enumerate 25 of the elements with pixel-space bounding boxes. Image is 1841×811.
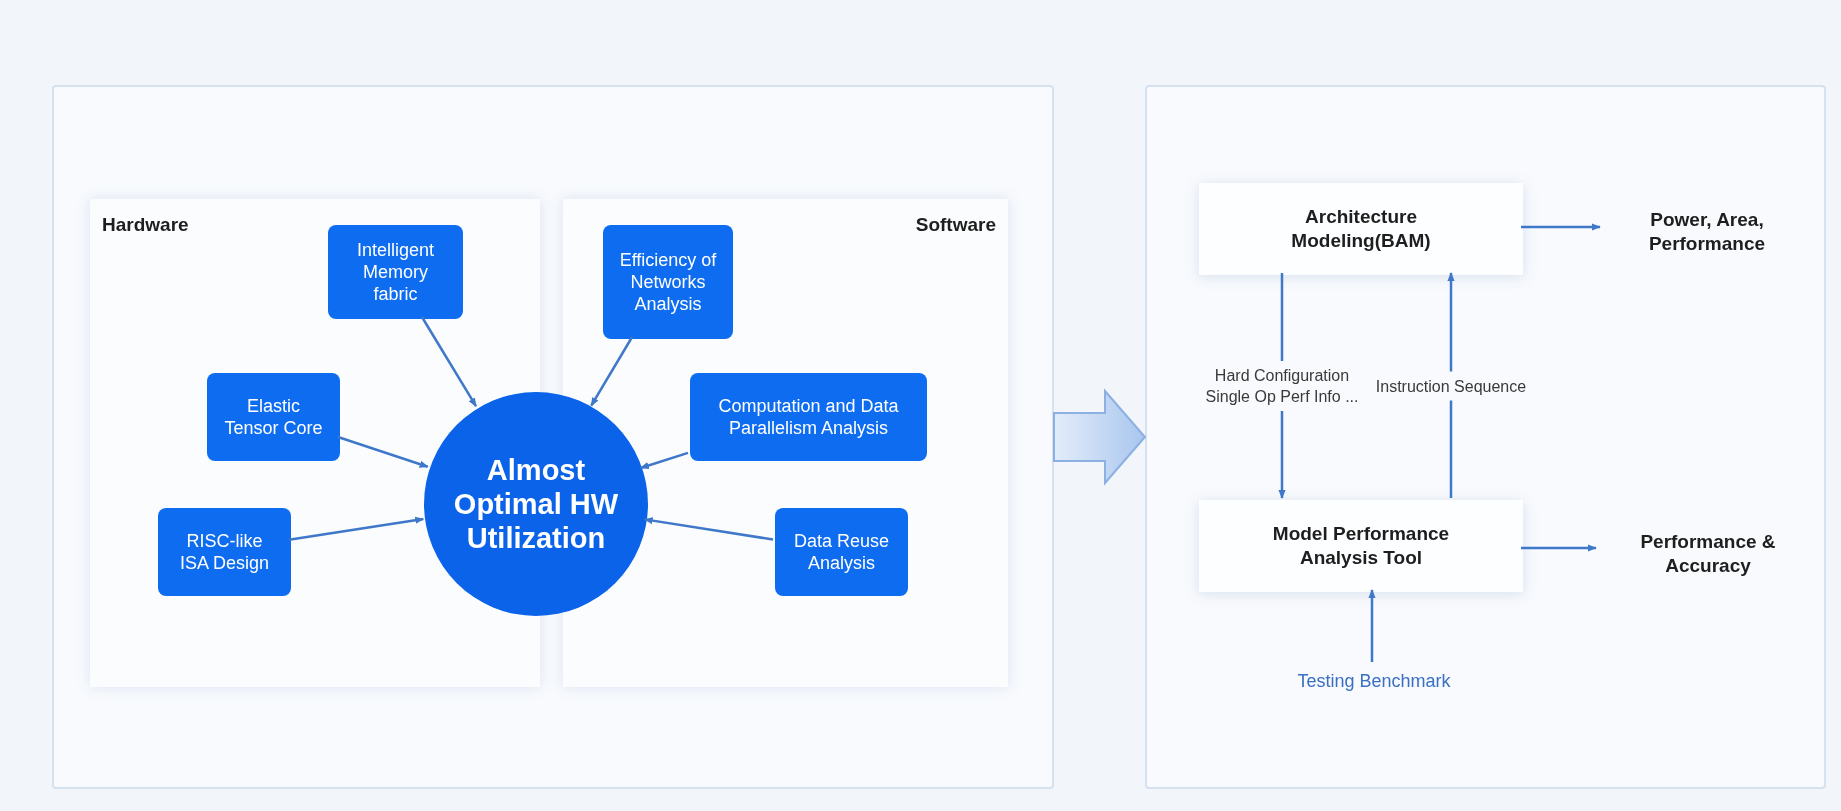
output-text: Power, Area, Performance [1602,200,1812,264]
arrow [1368,589,1376,662]
section-heading: Software [915,213,996,237]
arrow [288,516,425,541]
process-card: Architecture Modeling(BAM) [1199,183,1523,275]
arrow [639,451,689,470]
section-heading: Hardware [102,213,189,237]
panel-background [52,85,1054,789]
process-box: Intelligent Memory fabric [328,225,463,319]
process-box: Computation and Data Parallelism Analysis [690,373,927,461]
process-box: Efficiency of Networks Analysis [603,225,733,339]
process-box: Data Reuse Analysis [775,508,908,596]
arrow [420,316,478,407]
arrow [1521,544,1597,552]
process-box: RISC-like ISA Design [158,508,291,596]
output-text: Performance & Accuracy [1598,522,1818,586]
arrow [1521,223,1601,231]
process-card: Model Performance Analysis Tool [1199,500,1523,592]
arrow [643,517,774,541]
block-arrow [1053,388,1147,486]
arrow [590,336,634,407]
process-box: Elastic Tensor Core [207,373,340,461]
input-text: Testing Benchmark [1264,664,1484,698]
panel-background [1145,85,1826,789]
arrow [337,435,429,468]
